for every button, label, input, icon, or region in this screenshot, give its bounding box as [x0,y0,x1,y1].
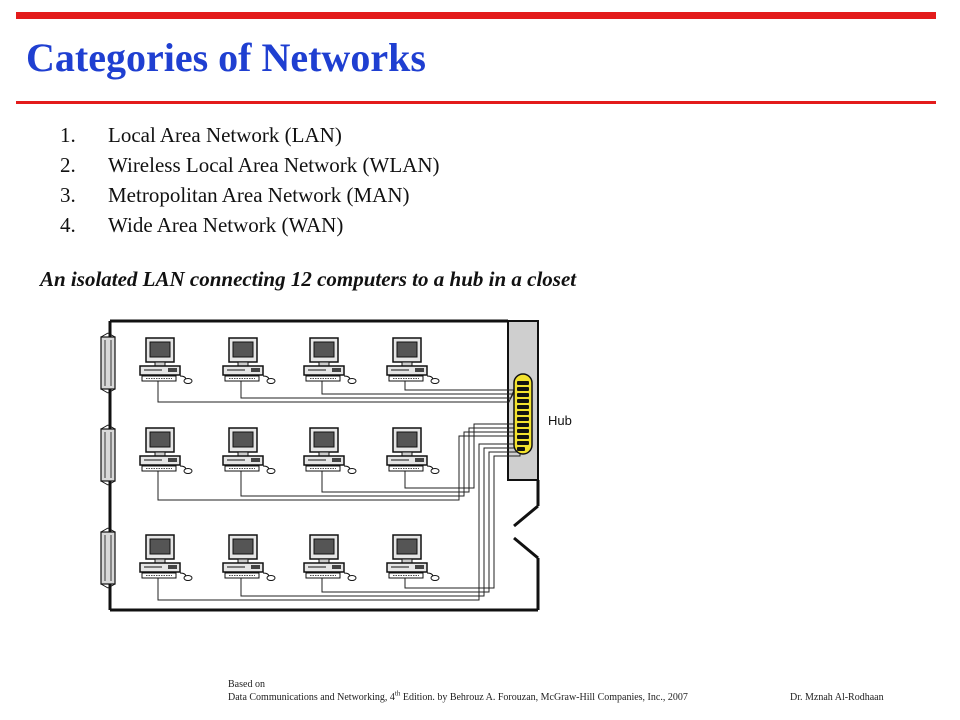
list-item: 3. Metropolitan Area Network (MAN) [60,180,440,210]
desktop-computer-icon [222,427,276,475]
desktop-computer-icon [139,337,193,385]
hub-label: Hub [548,413,572,428]
wall-windows [100,332,116,589]
top-red-bar [16,12,936,19]
list-item-number: 4. [60,213,76,237]
list-item-text: Wide Area Network (WAN) [108,213,344,237]
network-categories-list: 1. Local Area Network (LAN) 2. Wireless Lo… [60,120,440,240]
footer-based-on: Based on [228,679,265,690]
desktop-computer-icon [303,534,357,582]
list-item-number: 3. [60,183,76,207]
list-item: 1. Local Area Network (LAN) [60,120,440,150]
footer-citation: Data Communications and Networking, 4th … [228,689,688,704]
list-item-text: Local Area Network (LAN) [108,123,342,147]
desktop-computer-icon [303,337,357,385]
desktop-computer-icon [386,427,440,475]
footer-citation-end: Edition. by Behrouz A. Forouzan, McGraw-… [400,692,688,703]
footer-author: Dr. Mznah Al-Rodhaan [790,692,884,703]
list-item-text: Metropolitan Area Network (MAN) [108,183,410,207]
footer-citation-start: Data Communications and Networking, 4 [228,692,395,703]
desktop-computer-icon [139,427,193,475]
desktop-computer-icon [222,337,276,385]
desktop-computer-icon [386,534,440,582]
title-divider [16,101,936,104]
list-item-number: 2. [60,153,76,177]
desktop-computer-icon [303,427,357,475]
list-item-number: 1. [60,123,76,147]
list-item: 2. Wireless Local Area Network (WLAN) [60,150,440,180]
list-item-text: Wireless Local Area Network (WLAN) [108,153,440,177]
desktop-computer-icon [139,534,193,582]
desktop-computer-icon [222,534,276,582]
footer-citation-sup: th [394,689,401,698]
computers [139,337,440,582]
hub [513,373,533,455]
diagram-caption: An isolated LAN connecting 12 computers … [40,267,577,291]
lan-diagram: Hub [100,319,572,612]
desktop-computer-icon [386,337,440,385]
list-item: 4. Wide Area Network (WAN) [60,210,440,240]
footer-reference: Based on Data Communications and Network… [228,678,688,704]
page-title: Categories of Networks [26,35,426,80]
